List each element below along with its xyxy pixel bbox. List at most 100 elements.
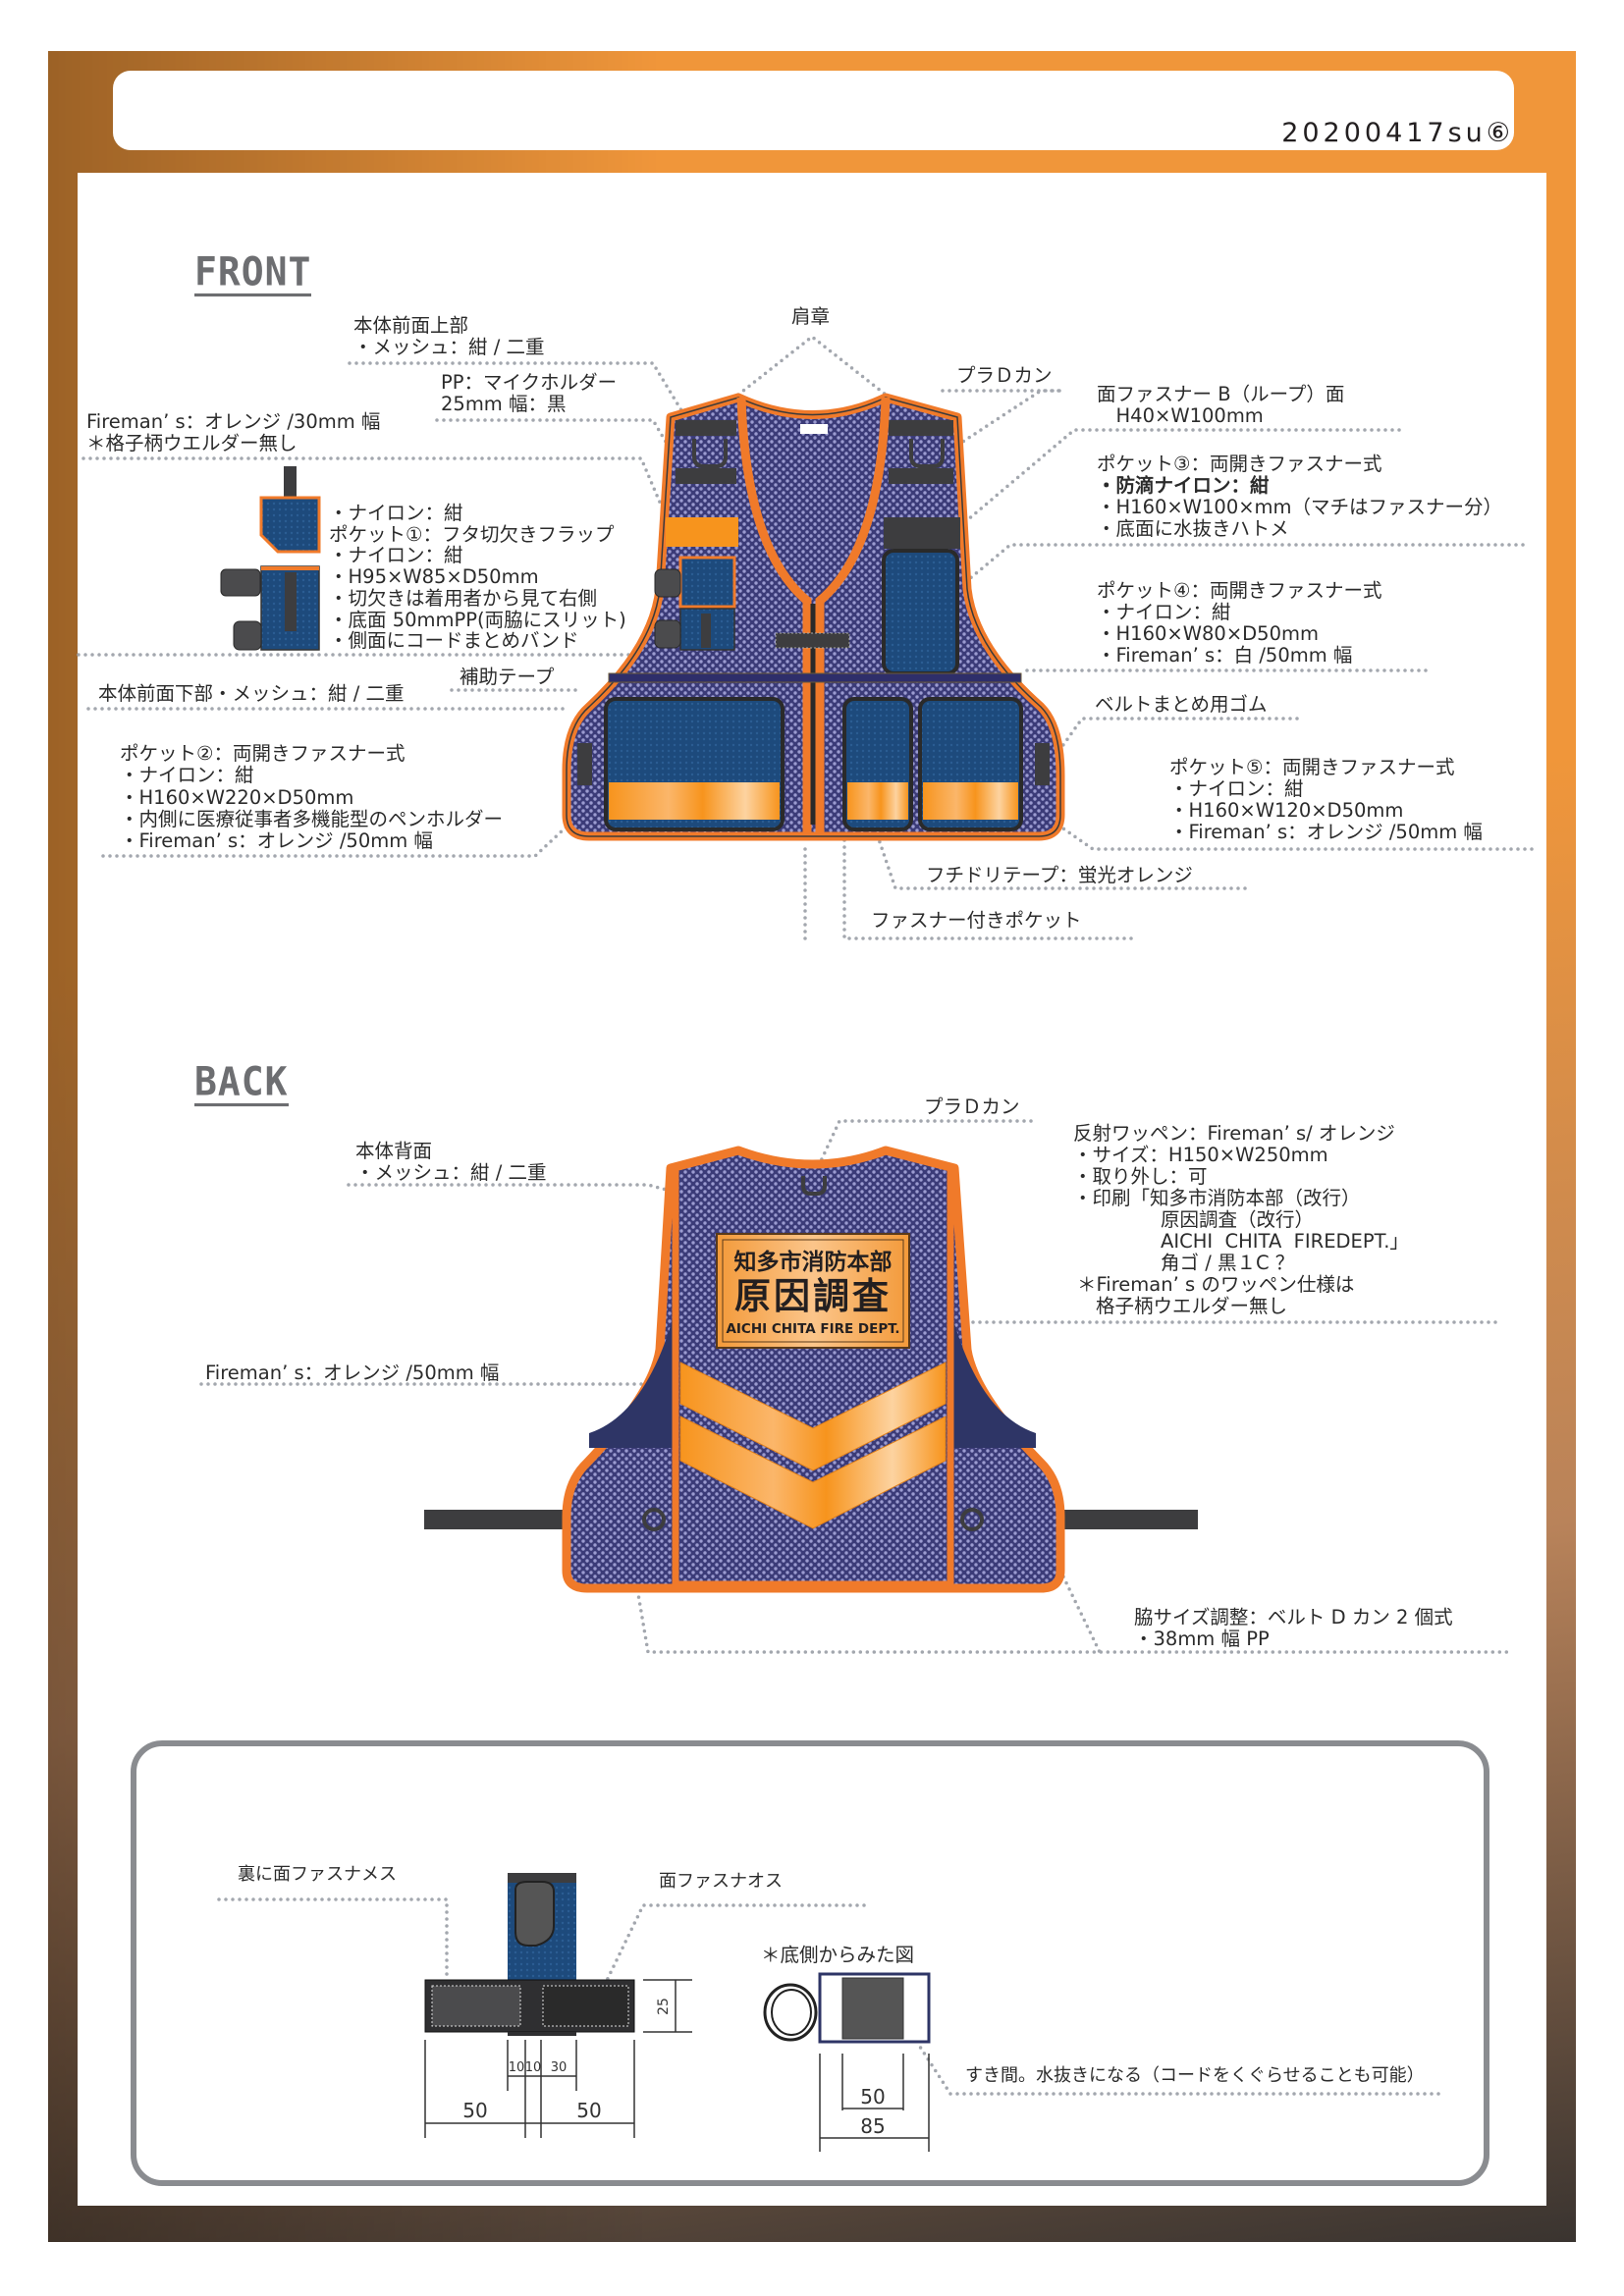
label-line: Fireman’ s：オレンジ /30mm 幅 — [86, 410, 381, 433]
label-line: 補助テープ — [460, 666, 555, 688]
label-velcro-female: 裏に面ファスナメス — [238, 1864, 397, 1886]
label-line: H40×W100mm — [1097, 403, 1264, 427]
label-line: ・Fireman’ s：白 /50mm 幅 — [1097, 644, 1353, 667]
belt-left — [424, 1510, 593, 1529]
brand-tag — [800, 424, 828, 434]
label-line: Fireman’ s：オレンジ /50mm 幅 — [205, 1362, 500, 1384]
label-line: ポケット④：両開きファスナー式 — [1097, 579, 1382, 602]
label-bottom-view: ＊底側からみた図 — [761, 1945, 914, 1966]
back-heading: BACK — [194, 1062, 289, 1107]
label-hojo-tape: 補助テープ — [460, 667, 554, 688]
label-line: 格子柄ウエルダー無し — [1096, 1295, 1288, 1317]
label-side-adjust: 脇サイズ調整：ベルト D カン 2 個式・38mm 幅 PP — [1134, 1607, 1453, 1650]
label-line: ・側面にコードまとめバンド — [329, 629, 579, 653]
label-back-body: 本体背面・メッシュ：紺 / 二重 — [355, 1141, 546, 1184]
label-epaulette: 肩章 — [791, 306, 830, 328]
label-line: 裏に面ファスナメス — [238, 1864, 397, 1885]
patch-line1: 知多市消防本部 — [734, 1249, 893, 1275]
pocket1-detail-illustration — [220, 466, 321, 651]
label-line: 原因調査（改行） — [1161, 1208, 1315, 1231]
detail-box — [131, 1740, 1489, 2186]
label-line: ・H160×W80×D50mm — [1097, 622, 1319, 645]
label-velcro-b: 面ファスナー B（ループ）面 H40×W100mm — [1097, 384, 1344, 426]
dim-outer: 85 — [860, 2114, 885, 2138]
label-line: 本体前面下部・メッシュ：紺 / 二重 — [98, 682, 405, 705]
label-line: 25mm 幅：黒 — [441, 393, 567, 415]
label-line: ・H95×W85×D50mm — [329, 565, 539, 589]
label-zip-pocket: ファスナー付きポケット — [871, 910, 1082, 932]
label-line: すき間。水抜きになる（コードをくぐらせることも可能） — [965, 2065, 1425, 2086]
label-line: ・ナイロン：紺 — [120, 764, 254, 787]
label-belt-gum: ベルトまとめ用ゴム — [1095, 694, 1268, 716]
label-line: 面ファスナー B（ループ）面 — [1097, 383, 1345, 405]
d-ring-left-icon — [692, 439, 728, 468]
label-patch-spec: 反射ワッペン：Fireman’ s/ オレンジ・サイズ：H150×W250mm・… — [1073, 1123, 1409, 1317]
dim-left: 50 — [462, 2099, 487, 2122]
label-line: ・取り外し：可 — [1073, 1165, 1208, 1188]
label-line: AICHI CHITA FIREDEPT.」 — [1161, 1230, 1409, 1253]
label-line: ・底面 50mmPP(両脇にスリット) — [329, 608, 626, 631]
label-line: プラＤカン — [956, 364, 1053, 387]
label-line: ・ナイロン：紺 — [1169, 777, 1304, 800]
label-line: プラＤカン — [924, 1095, 1020, 1118]
label-line: 脇サイズ調整：ベルト D カン 2 個式 — [1134, 1606, 1453, 1629]
label-line: ベルトまとめ用ゴム — [1095, 693, 1268, 716]
dim-a: 10 — [509, 2060, 525, 2075]
label-line: 肩章 — [791, 305, 831, 328]
label-line: ・防滴ナイロン：紺 — [1097, 474, 1270, 497]
pocket4 — [882, 549, 959, 675]
label-pocket5: ポケット⑤：両開きファスナー式・ナイロン：紺・H160×W120×D50mm・F… — [1169, 757, 1483, 843]
label-line: ポケット①：フタ切欠きフラップ — [329, 522, 615, 546]
label-line: 本体背面 — [355, 1140, 433, 1162]
label-upper-body: 本体前面上部・メッシュ：紺 / 二重 — [353, 315, 544, 358]
label-line: ・メッシュ：紺 / 二重 — [355, 1161, 547, 1184]
label-line: ＊格子柄ウエルダー無し — [86, 432, 298, 454]
back-vest-body — [562, 1146, 1065, 1593]
dim-inner: 50 — [860, 2085, 885, 2109]
label-line: 本体前面上部 — [353, 314, 469, 337]
label-piping: フチドリテープ：蛍光オレンジ — [926, 865, 1193, 886]
belt-right — [1031, 1510, 1198, 1529]
label-line: ポケット②：両開きファスナー式 — [120, 742, 406, 765]
label-pocket1: ・ナイロン：紺ポケット①：フタ切欠きフラップ・ナイロン：紺・H95×W85×D5… — [329, 503, 626, 652]
leader-lines — [77, 334, 1534, 2096]
label-line: ・ナイロン：紺 — [329, 544, 463, 567]
label-velcro-male: 面ファスナオス — [659, 1871, 783, 1893]
label-line: ・底面に水抜きハトメ — [1097, 517, 1289, 540]
label-line: ＊Fireman’ s のワッペン仕様は — [1077, 1273, 1355, 1296]
label-line: ・印刷「知多市消防本部（改行） — [1073, 1187, 1361, 1209]
label-line: ・ナイロン：紺 — [1097, 601, 1231, 623]
header-box — [113, 71, 1514, 150]
label-fireman30: Fireman’ s：オレンジ /30mm 幅＊格子柄ウエルダー無し — [86, 411, 380, 454]
reflective-patch — [716, 1233, 910, 1349]
label-back-d-ring: プラＤカン — [924, 1096, 1020, 1118]
label-line: ＊底側からみた図 — [761, 1944, 915, 1966]
front-heading: FRONT — [194, 252, 312, 297]
label-line: 面ファスナオス — [659, 1871, 783, 1892]
label-line: ・内側に医療従事者多機能型のペンホルダー — [120, 807, 504, 830]
label-line: ・ナイロン：紺 — [329, 502, 463, 524]
label-pocket3: ポケット③：両開きファスナー式・防滴ナイロン：紺・H160×W100×mm（マチ… — [1097, 454, 1502, 540]
label-back-fireman50: Fireman’ s：オレンジ /50mm 幅 — [205, 1362, 499, 1384]
label-d-ring: プラＤカン — [956, 365, 1053, 387]
label-pocket2: ポケット②：両開きファスナー式・ナイロン：紺・H160×W220×D50mm・内… — [120, 742, 504, 853]
label-gap-note: すき間。水抜きになる（コードをくぐらせることも可能） — [965, 2065, 1425, 2087]
label-line: ・メッシュ：紺 / 二重 — [353, 336, 545, 358]
label-line: ・Fireman’ s：オレンジ /50mm 幅 — [1169, 821, 1483, 843]
label-line: 反射ワッペン：Fireman’ s/ オレンジ — [1073, 1122, 1395, 1145]
label-line: ・Fireman’ s：オレンジ /50mm 幅 — [120, 829, 433, 853]
label-line: ・38mm 幅 PP — [1134, 1628, 1270, 1650]
label-line: ・H160×W220×D50mm — [120, 785, 354, 809]
label-line: 角ゴ / 黒１C ？ — [1161, 1252, 1295, 1274]
dim-right: 50 — [576, 2099, 601, 2122]
document-date: 20200417su⑥ — [1281, 118, 1514, 148]
holder-detail-drawing: 25 10 10 30 50 50 50 85 — [424, 1873, 931, 2152]
label-line: PP：マイクホルダー — [441, 371, 618, 394]
patch-line3: AICHI CHITA FIRE DEPT. — [726, 1321, 899, 1337]
label-line: フチドリテープ：蛍光オレンジ — [926, 864, 1193, 886]
dim-height: 25 — [656, 1998, 672, 2015]
label-line: ポケット③：両開きファスナー式 — [1097, 453, 1382, 475]
label-line: ・H160×W100×mm（マチはファスナー分） — [1097, 496, 1503, 518]
label-line: ・切欠きは着用者から見て右側 — [329, 586, 598, 610]
